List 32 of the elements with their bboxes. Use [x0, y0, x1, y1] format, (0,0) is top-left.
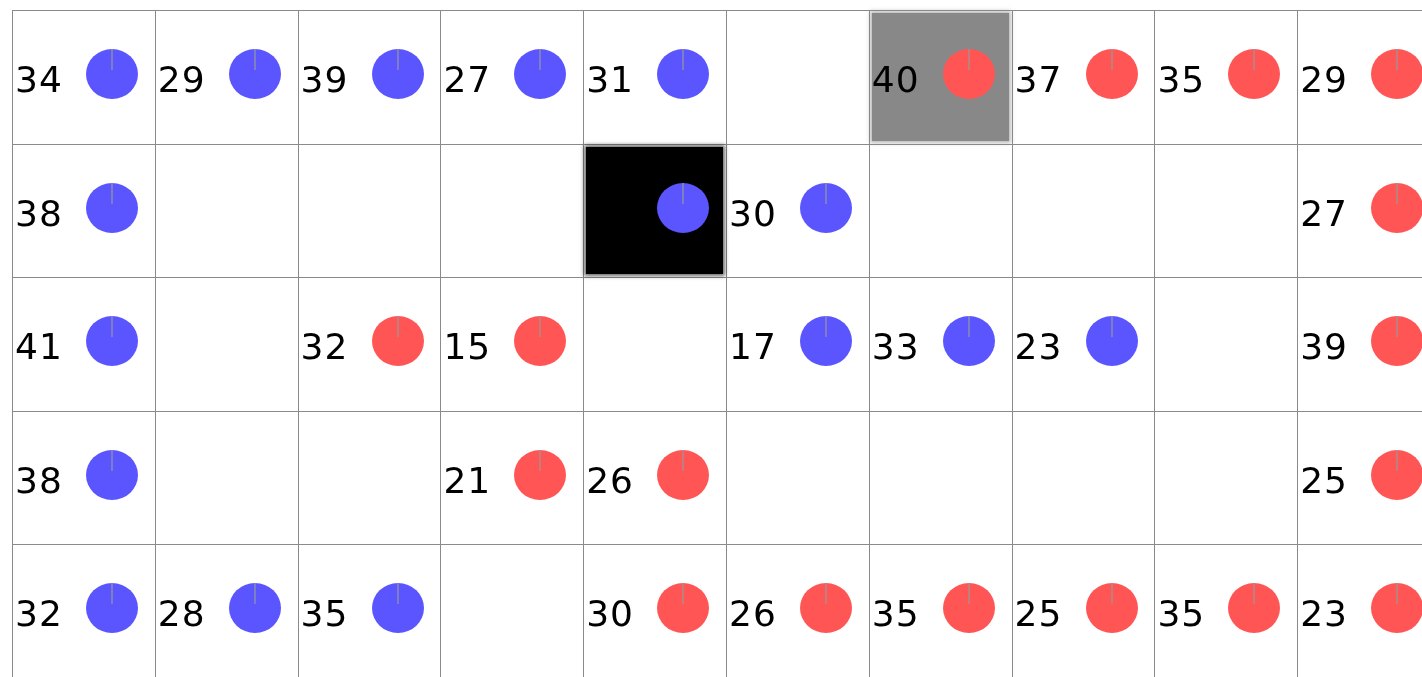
cell-number: 15 — [443, 327, 492, 368]
cell-number: 32 — [300, 327, 349, 368]
cell-number: 33 — [871, 327, 920, 368]
cell-number: 35 — [1157, 594, 1206, 635]
cell-number: 39 — [1300, 327, 1348, 368]
cell-number: 29 — [1300, 60, 1348, 100]
cell-number: 21 — [443, 460, 492, 501]
cell-number: 30 — [729, 193, 777, 234]
cell-number: 35 — [300, 594, 349, 635]
cell-number: 17 — [729, 327, 777, 368]
cell-number: 29 — [157, 60, 206, 100]
cell-number: 31 — [586, 60, 634, 100]
cell-number: 38 — [15, 193, 63, 234]
cell-number: 34 — [15, 60, 63, 100]
cell-number: 25 — [1300, 460, 1348, 501]
cell-number: 26 — [586, 460, 634, 501]
cell-number: 41 — [15, 327, 63, 368]
cell-number: 39 — [300, 60, 349, 100]
cell-number: 23 — [1300, 594, 1348, 635]
cell-number: 28 — [157, 594, 206, 635]
cell-number: 25 — [1014, 594, 1063, 635]
cell-number: 32 — [15, 594, 63, 635]
cell-number: 35 — [871, 594, 920, 635]
cell-number: 38 — [15, 460, 63, 501]
cell-number: 37 — [1014, 60, 1063, 100]
cell-number: 27 — [443, 60, 492, 100]
cell-number: 23 — [1014, 327, 1063, 368]
cell-number: 26 — [729, 594, 777, 635]
cell-number: 27 — [1300, 193, 1348, 234]
cell-number: 30 — [586, 594, 634, 635]
cell-number: 35 — [1157, 60, 1206, 100]
cell-number: 40 — [871, 60, 920, 100]
